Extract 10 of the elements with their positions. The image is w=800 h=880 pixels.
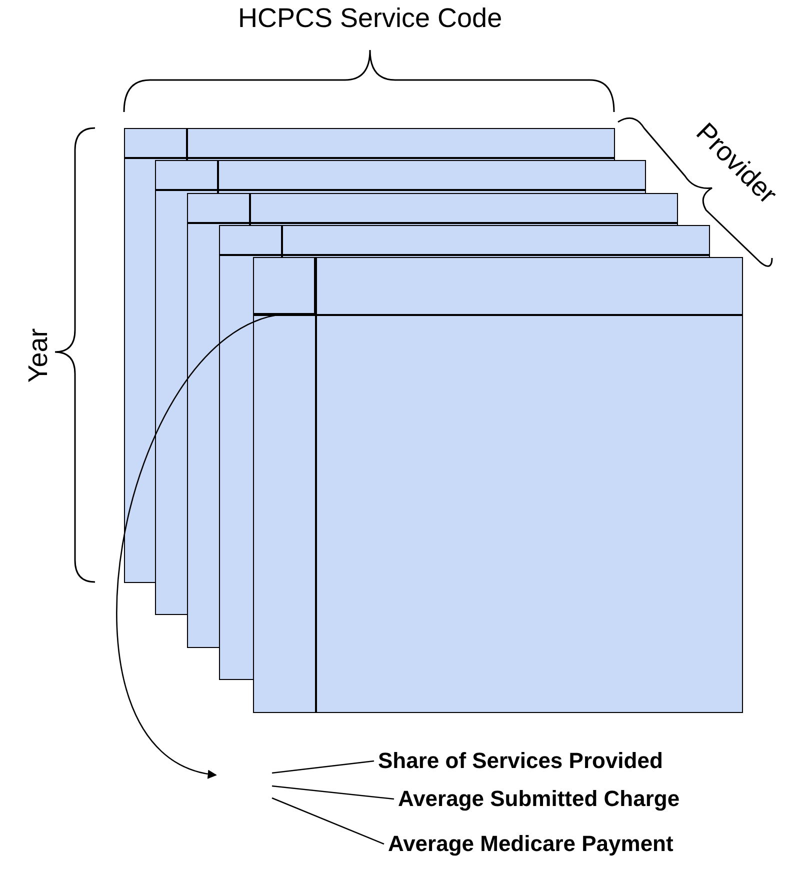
table-cell	[254, 258, 315, 314]
table-sheet	[253, 257, 743, 713]
measure-label: Share of Services Provided	[378, 748, 663, 774]
connector-line	[272, 785, 394, 800]
connector-line	[272, 760, 374, 774]
connector-line	[272, 797, 384, 845]
measure-label: Average Medicare Payment	[388, 831, 674, 857]
measure-label: Average Submitted Charge	[398, 786, 680, 812]
axis-label: HCPCS Service Code	[238, 2, 502, 34]
axis-label: Year	[22, 328, 54, 382]
